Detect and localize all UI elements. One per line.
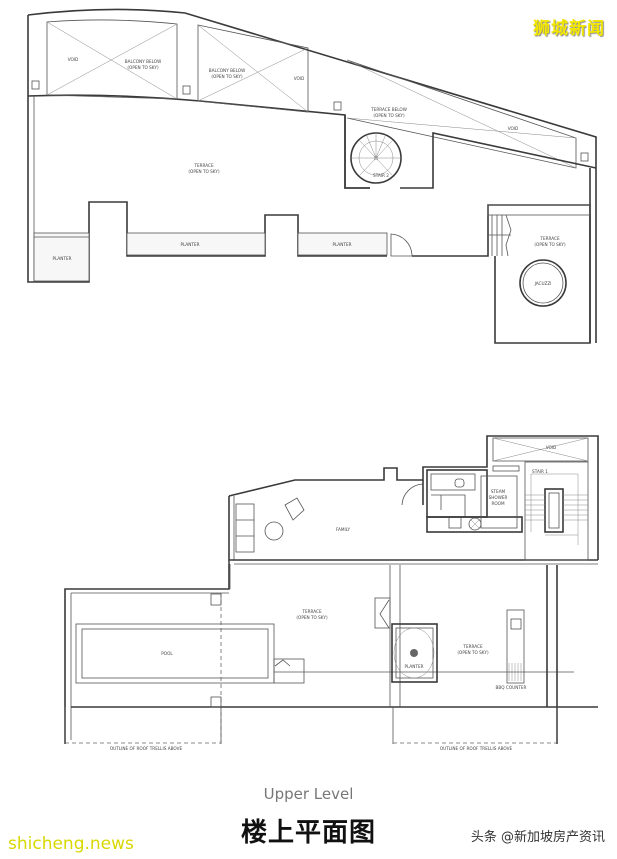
trellis-label: OUTLINE OF ROOF TRELLIS ABOVE	[440, 746, 513, 751]
terrace-sub-label: (OPEN TO SKY)	[457, 650, 489, 655]
roof-plan: PLANTER PLANTER PLANTER VOID BALCONY BEL…	[27, 8, 597, 344]
upper-plan: PLANTER VOID STAIR 1 STEAM SHOWER ROOM F…	[64, 435, 599, 751]
terrace-sub-label: (OPEN TO SKY)	[188, 169, 220, 174]
void-label: VOID	[68, 57, 79, 62]
shower-label: SHOWER	[489, 495, 508, 500]
balcony-sub-label: (OPEN TO SKY)	[211, 74, 243, 79]
stair-label: STAIR 2	[373, 173, 389, 178]
planter-left: PLANTER	[33, 232, 90, 282]
watermark-bottom-left: shicheng.news	[8, 834, 134, 854]
balcony-label: BALCONY BELOW	[209, 68, 245, 73]
watermark-bottom-right: 头条 @新加坡房产资讯	[470, 830, 605, 845]
bbq-label: BBQ COUNTER	[496, 685, 527, 690]
planter-mid: PLANTER	[126, 232, 266, 256]
balcony-sub-label: (OPEN TO SKY)	[127, 65, 159, 70]
terrace-below-sub-label: (OPEN TO SKY)	[373, 113, 405, 118]
terrace-sub-label: (OPEN TO SKY)	[296, 615, 328, 620]
jacuzzi-label: JACUZZI	[534, 281, 552, 286]
void-label: VOID	[508, 126, 519, 131]
terrace-label: TERRACE	[301, 609, 322, 614]
planter-upper: PLANTER	[391, 623, 438, 683]
terrace-label: TERRACE	[193, 163, 214, 168]
terrace-sub-label: (OPEN TO SKY)	[534, 242, 566, 247]
void-label: VOID	[294, 76, 305, 81]
void-label: VOID	[546, 445, 557, 450]
plan-title-en: Upper Level	[263, 785, 354, 803]
watermark-top: 狮城新闻	[533, 19, 605, 39]
terrace-label: TERRACE	[462, 644, 483, 649]
pool-label: POOL	[161, 651, 173, 656]
planter-label: PLANTER	[332, 242, 351, 247]
balcony-label: BALCONY BELOW	[125, 59, 161, 64]
terrace-below-label: TERRACE BELOW	[370, 107, 407, 112]
family-label: FAMILY	[336, 527, 351, 532]
room-label: ROOM	[491, 501, 505, 506]
planter-label: PLANTER	[404, 664, 423, 669]
stair-label: STAIR 1	[532, 469, 548, 474]
trellis-label: OUTLINE OF ROOF TRELLIS ABOVE	[110, 746, 183, 751]
plan-title-zh: 楼上平面图	[240, 818, 376, 848]
floor-plan-drawing: PLANTER PLANTER PLANTER VOID BALCONY BEL…	[27, 8, 599, 751]
planter-right: PLANTER	[297, 232, 388, 256]
planter-label: PLANTER	[180, 242, 199, 247]
steam-label: STEAM	[491, 489, 506, 494]
terrace-label: TERRACE	[539, 236, 560, 241]
planter-label: PLANTER	[52, 256, 71, 261]
